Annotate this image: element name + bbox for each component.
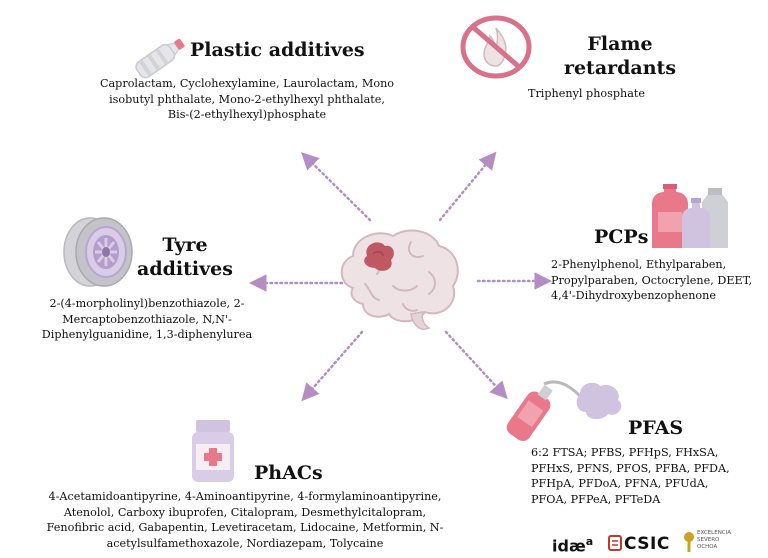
phacs-line: Atenolol, Carboxy ibuprofen, Citalopram,… xyxy=(63,505,427,519)
tyre-line: Mercaptobenzothiazole, N,N'- xyxy=(62,312,232,326)
phacs-line: Fenofibric acid, Gabapentin, Levetiracet… xyxy=(46,521,444,534)
idaea-logo: idæa xyxy=(552,535,593,555)
arrow-to-phacs xyxy=(301,330,364,402)
pfas-list: 6:2 FTSA; PFBS, PFHpS, FHxSA, PFHxS, PFN… xyxy=(531,445,730,507)
fire-extinguisher-icon xyxy=(506,380,622,442)
pcps-title: PCPs xyxy=(594,226,649,248)
pcps-line: 2-Phenylphenol, Ethylparaben, xyxy=(551,258,727,271)
pfas-line: 6:2 FTSA; PFBS, PFHpS, FHxSA, xyxy=(531,446,719,459)
phacs-line: 4-Acetamidoantipyrine, 4-Aminoantipyrine… xyxy=(48,490,442,503)
idaea-logo-sup: a xyxy=(585,535,594,548)
severo-line: EXCELENCIA xyxy=(697,530,732,536)
pfas-line: PFHxS, PFNS, PFOS, PFBA, PFDA, xyxy=(531,461,730,475)
severo-ochoa-emblem-icon xyxy=(684,532,694,552)
arrow-to-pfas xyxy=(444,330,508,400)
pcp-bottles-icon xyxy=(652,184,728,248)
plastic-additives-list: Caprolactam, Cyclohexylamine, Laurolacta… xyxy=(82,76,412,123)
plastic-additives-title: Plastic additives xyxy=(190,39,365,61)
pcps-line: 4,4'-Dihydroxybenzophenone xyxy=(551,289,716,302)
phacs-list: 4-Acetamidoantipyrine, 4-Aminoantipyrine… xyxy=(22,489,468,551)
plastic-line: Caprolactam, Cyclohexylamine, Laurolacta… xyxy=(99,77,395,90)
csic-logo: CSIC xyxy=(624,534,670,554)
phacs-line: acetylsulfamethoxazole, Nordiazepam, Tol… xyxy=(106,536,384,550)
pcps-list: 2-Phenylphenol, Ethylparaben, Propylpara… xyxy=(551,257,752,304)
tyre-line: 2-(4-morpholinyl)benzothiazole, 2- xyxy=(49,297,245,310)
no-fire-icon xyxy=(460,15,532,79)
flame-title-line: Flame xyxy=(587,33,653,55)
arrow-to-flame xyxy=(438,151,497,222)
tyre-title-line: additives xyxy=(137,258,233,280)
pcps-line: Propylparaben, Octocrylene, DEET, xyxy=(551,273,753,287)
plastic-line: isobutyl phthalate, Mono-2-ethylhexyl ph… xyxy=(109,92,385,106)
tyre-title-line: Tyre xyxy=(162,234,208,256)
plastic-line: Bis-(2-ethylhexyl)phosphate xyxy=(167,108,327,121)
flame-retardants-list: Triphenyl phosphate xyxy=(528,86,645,102)
flame-retardants-title: Flame retardants xyxy=(560,32,680,80)
flame-title-line: retardants xyxy=(563,57,677,79)
flame-line: Triphenyl phosphate xyxy=(528,87,646,100)
pill-bottle-icon xyxy=(192,420,234,482)
tyre-additives-title: Tyre additives xyxy=(130,233,240,281)
severo-ochoa-logo: EXCELENCIA SEVERO OCHOA xyxy=(697,530,731,551)
phacs-title: PhACs xyxy=(254,462,323,484)
idaea-logo-text: idæ xyxy=(552,536,586,556)
tyre-line: Diphenylguanidine, 1,3-diphenylurea xyxy=(41,328,253,341)
pfas-line: PFHpA, PFDoA, PFNA, PFUdA, xyxy=(531,477,709,490)
brain-icon xyxy=(340,229,459,330)
arrow-to-plastic xyxy=(301,152,372,222)
csic-emblem-icon xyxy=(608,535,622,551)
severo-line: OCHOA xyxy=(697,544,718,550)
pfas-title: PFAS xyxy=(628,417,684,439)
severo-line: SEVERO xyxy=(697,537,720,543)
tyre-icon xyxy=(63,217,133,287)
plastic-bottle-icon xyxy=(135,38,185,79)
pfas-line: PFOA, PFPeA, PFTeDA xyxy=(531,492,661,506)
tyre-additives-list: 2-(4-morpholinyl)benzothiazole, 2- Merca… xyxy=(22,296,272,343)
